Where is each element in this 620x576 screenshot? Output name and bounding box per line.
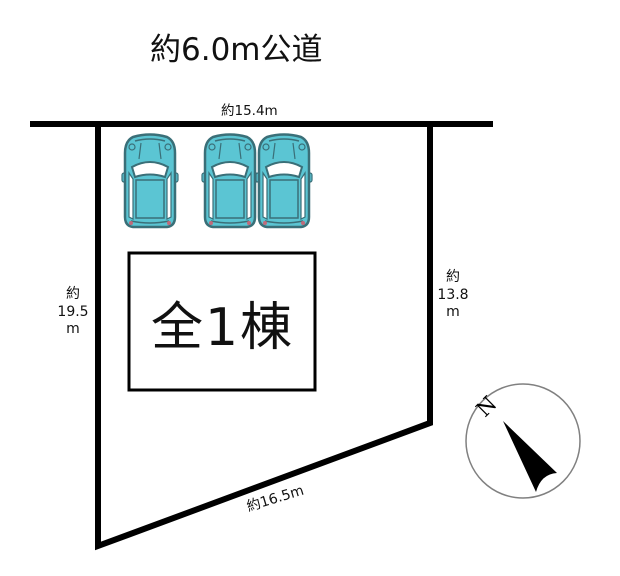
dimension-right-value: 13.8 xyxy=(437,286,469,303)
dimension-top: 約15.4m xyxy=(221,103,278,119)
parking-car-2 xyxy=(200,133,260,229)
dimension-left: 約 19.5 m xyxy=(56,286,90,339)
compass-rose: N xyxy=(465,383,581,499)
dimension-right-prefix: 約 xyxy=(446,269,460,285)
house-count-label: 全1棟 xyxy=(150,297,295,358)
dimension-right: 約 13.8 m xyxy=(436,269,470,322)
compass-needle xyxy=(503,421,557,492)
parking-car-3 xyxy=(254,133,314,229)
parking-car-1 xyxy=(120,133,180,229)
dimension-left-unit: m xyxy=(66,321,80,337)
dimension-left-prefix: 約 xyxy=(66,286,80,302)
dimension-left-value: 19.5 xyxy=(57,303,89,320)
house-footprint xyxy=(127,251,317,392)
dimension-right-unit: m xyxy=(446,304,460,320)
lot-boundary xyxy=(95,121,433,551)
road-width-label: 約6.0m公道 xyxy=(150,32,323,68)
